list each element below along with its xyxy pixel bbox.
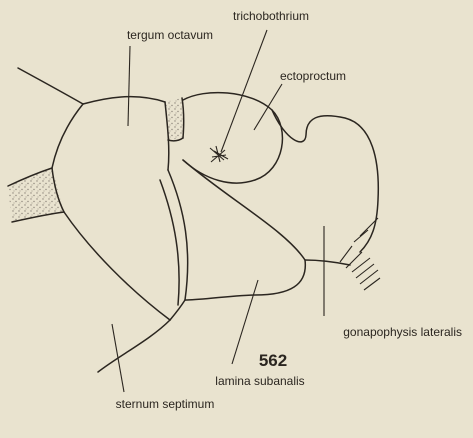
leader-sternum-septimum [112, 324, 124, 392]
label-gonapophysis-lateralis: gonapophysis lateralis [343, 325, 462, 339]
body-outline [8, 68, 378, 372]
label-sternum-septimum: sternum septimum [116, 397, 215, 411]
leader-tergum-octavum [128, 46, 130, 126]
label-lamina-subanalis: lamina subanalis [215, 374, 304, 388]
leader-trichobothrium [221, 30, 267, 152]
leader-ectoproctum [254, 84, 282, 130]
leader-lines [112, 30, 324, 392]
label-trichobothrium: trichobothrium [233, 9, 309, 23]
figure-number: 562 [259, 351, 287, 370]
trichobothrium-bristles [210, 146, 228, 162]
label-tergum-octavum: tergum octavum [127, 28, 213, 42]
label-ectoproctum: ectoproctum [280, 69, 346, 83]
leader-lamina-subanalis [232, 280, 258, 364]
